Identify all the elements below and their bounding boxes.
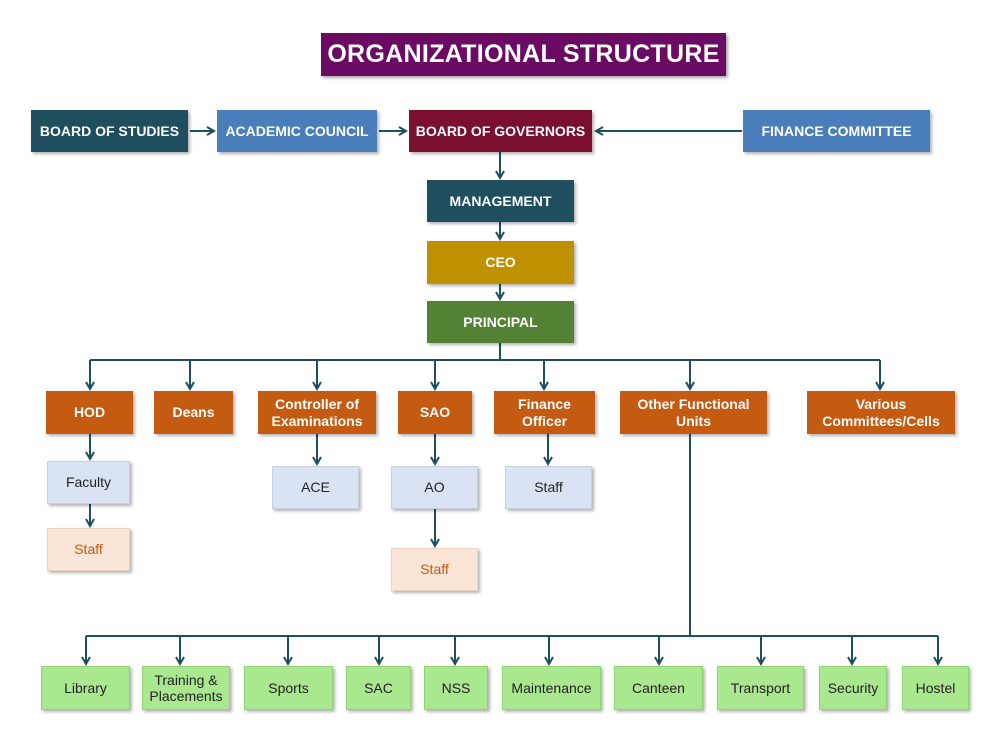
sports-node: Sports: [244, 666, 333, 710]
faculty-node: Faculty: [47, 461, 130, 504]
board-of-studies-node: BOARD OF STUDIES: [31, 110, 188, 152]
ao-node: AO: [391, 466, 478, 509]
ace-node: ACE: [272, 466, 359, 509]
hod-node: HOD: [46, 391, 133, 434]
other-functional-units-node: Other Functional Units: [620, 391, 767, 434]
training-placements-node: Training & Placements: [142, 666, 230, 710]
various-committees-node: Various Committees/Cells: [807, 391, 955, 434]
deans-node: Deans: [154, 391, 233, 434]
finance-staff-node: Staff: [505, 466, 592, 509]
nss-node: NSS: [424, 666, 488, 710]
hod-staff-node: Staff: [47, 528, 130, 571]
sao-node: SAO: [398, 391, 472, 434]
canteen-node: Canteen: [614, 666, 703, 710]
page-title: ORGANIZATIONAL STRUCTURE: [321, 33, 726, 76]
academic-council-node: ACADEMIC COUNCIL: [217, 110, 377, 152]
security-node: Security: [819, 666, 887, 710]
transport-node: Transport: [717, 666, 804, 710]
controller-of-examinations-node: Controller of Examinations: [258, 391, 376, 434]
finance-committee-node: FINANCE COMMITTEE: [743, 110, 930, 152]
ao-staff-node: Staff: [391, 548, 478, 591]
maintenance-node: Maintenance: [502, 666, 601, 710]
finance-officer-node: Finance Officer: [494, 391, 595, 434]
ceo-node: CEO: [427, 241, 574, 284]
management-node: MANAGEMENT: [427, 180, 574, 222]
principal-node: PRINCIPAL: [427, 301, 574, 343]
sac-node: SAC: [346, 666, 411, 710]
board-of-governors-node: BOARD OF GOVERNORS: [409, 110, 592, 152]
hostel-node: Hostel: [902, 666, 969, 710]
library-node: Library: [41, 666, 130, 710]
